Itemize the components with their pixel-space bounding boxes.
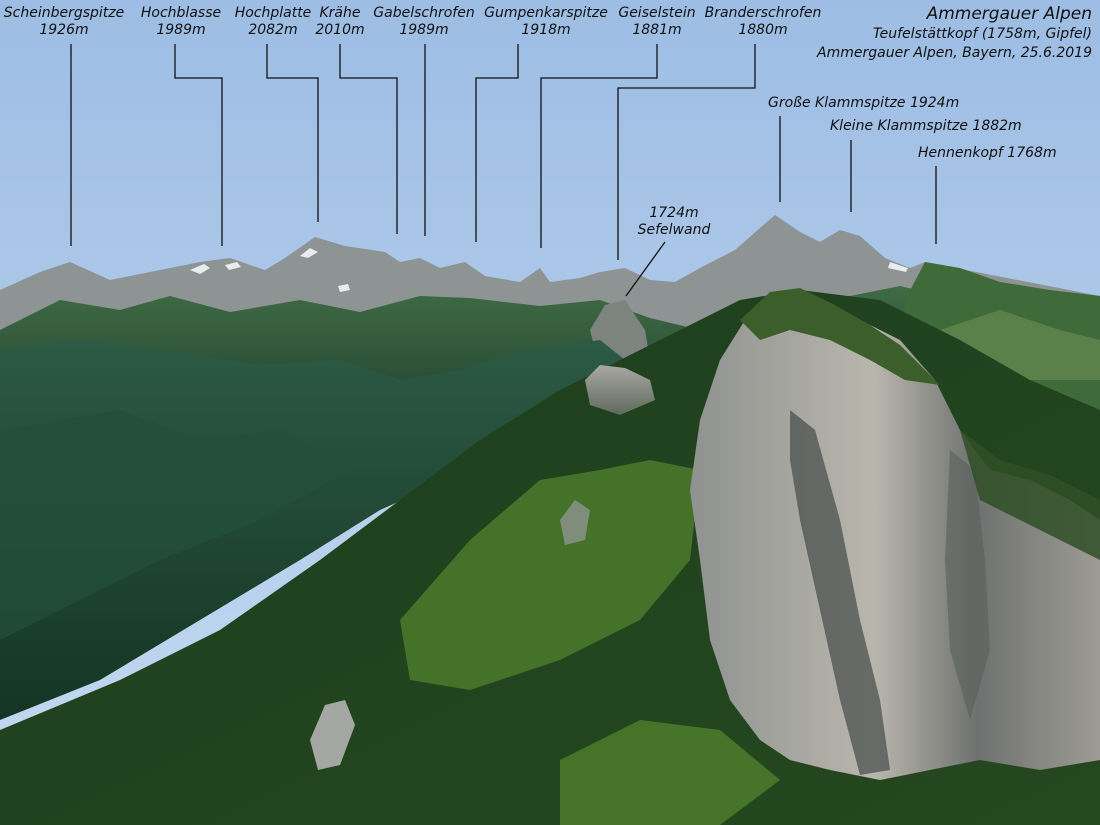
peak-name: Hochplatte bbox=[234, 5, 312, 21]
peak-height: 1989m bbox=[156, 22, 206, 38]
peak-name: Branderschrofen bbox=[704, 5, 822, 21]
photo-caption: Ammergauer Alpen Teufelstättkopf (1758m,… bbox=[817, 4, 1092, 63]
peak-height: 2010m bbox=[315, 22, 365, 38]
caption-region: Ammergauer Alpen bbox=[926, 4, 1092, 24]
peak-label-sefelwand: 1724m Sefelwand bbox=[628, 205, 720, 239]
peak-label-scheinbergspitze: Scheinbergspitze 1926m bbox=[2, 5, 126, 39]
caption-viewpoint: Teufelstättkopf (1758m, Gipfel) bbox=[872, 26, 1092, 42]
peak-height: 1724m bbox=[649, 205, 699, 221]
peak-name: Krähe bbox=[319, 5, 361, 21]
peak-name: Sefelwand bbox=[637, 222, 711, 238]
peak-label-gumpenkarspitze: Gumpenkarspitze 1918m bbox=[482, 5, 610, 39]
peak-label-kleine-klammspitze: Kleine Klammspitze 1882m bbox=[830, 118, 1022, 134]
peak-height: 1989m bbox=[399, 22, 449, 38]
peak-label-geiselstein: Geiselstein 1881m bbox=[613, 5, 701, 39]
peak-label-grosse-klammspitze: Große Klammspitze 1924m bbox=[768, 95, 960, 111]
peak-label-gabelschrofen: Gabelschrofen 1989m bbox=[369, 5, 479, 39]
peak-height: 1926m bbox=[39, 22, 89, 38]
peak-height: 1881m bbox=[632, 22, 682, 38]
peak-height: 2082m bbox=[248, 22, 298, 38]
peak-label-hennenkopf: Hennenkopf 1768m bbox=[918, 145, 1057, 161]
peak-label-hochblasse: Hochblasse 1989m bbox=[133, 5, 229, 39]
peak-name: Scheinbergspitze bbox=[3, 5, 125, 21]
peak-name: Gabelschrofen bbox=[373, 5, 475, 21]
leader-line-sefelwand bbox=[625, 241, 666, 297]
leader-line-hochblasse bbox=[174, 44, 223, 246]
peak-label-kraehe: Krähe 2010m bbox=[313, 5, 367, 39]
peak-name: Hochblasse bbox=[140, 5, 222, 21]
peak-height: 1880m bbox=[738, 22, 788, 38]
peak-label-hochplatte: Hochplatte 2082m bbox=[232, 5, 314, 39]
peak-label-branderschrofen: Branderschrofen 1880m bbox=[700, 5, 826, 39]
leader-line-gumpenkarspitze bbox=[475, 44, 519, 242]
peak-name: Geiselstein bbox=[618, 5, 696, 21]
caption-place-date: Ammergauer Alpen, Bayern, 25.6.2019 bbox=[817, 45, 1092, 61]
leader-line-kraehe bbox=[339, 44, 398, 234]
leader-line-geiselstein bbox=[540, 44, 658, 248]
leader-line-hochplatte bbox=[266, 44, 319, 222]
leader-line-branderschrofen bbox=[617, 44, 756, 260]
peak-height: 1918m bbox=[521, 22, 571, 38]
peak-name: Gumpenkarspitze bbox=[484, 5, 608, 21]
